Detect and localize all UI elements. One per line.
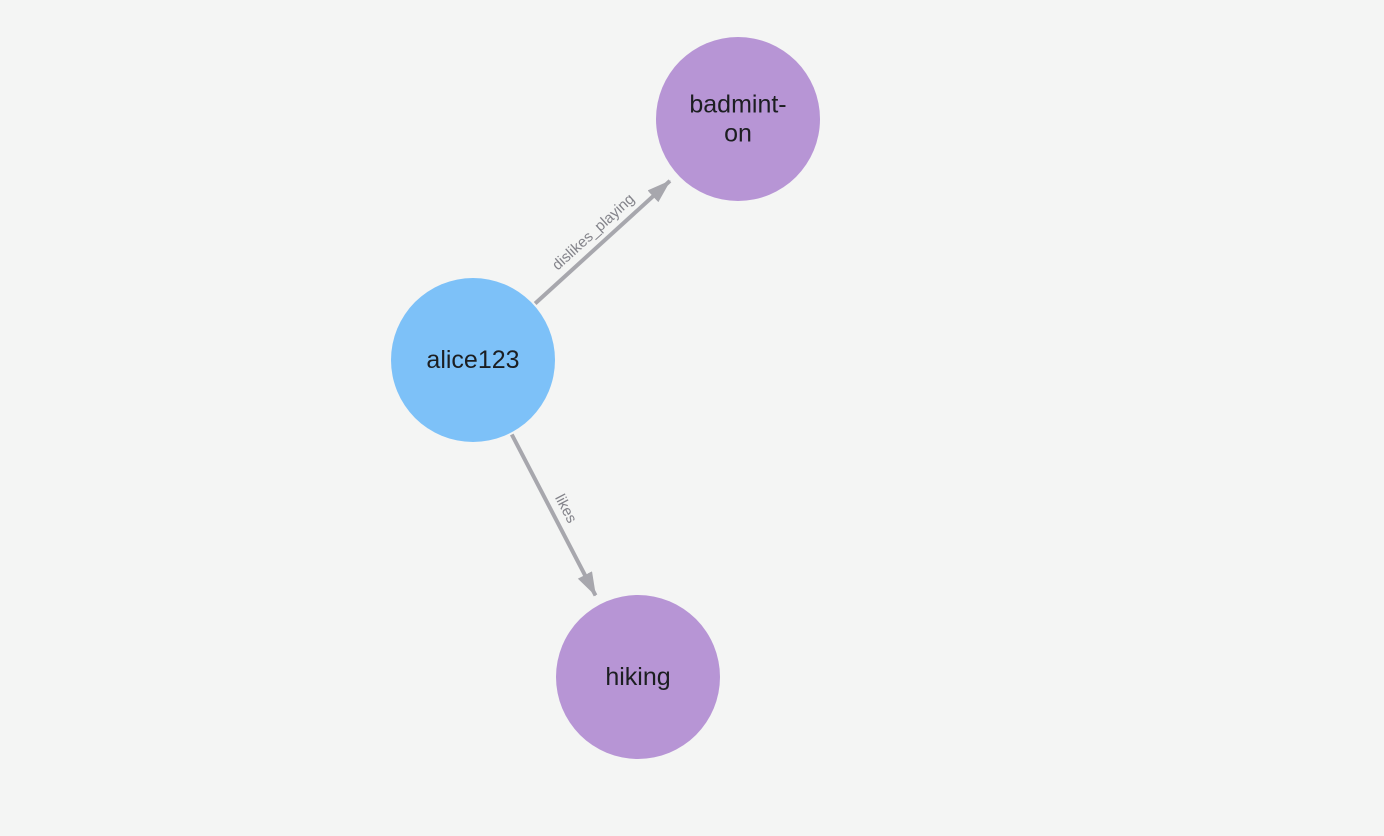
node-circle-hiking[interactable] xyxy=(556,595,720,759)
edge-line-alice123-hiking[interactable] xyxy=(510,433,598,597)
graph-node-alice123[interactable]: alice123 xyxy=(391,278,555,442)
node-circle-badminton[interactable] xyxy=(656,37,820,201)
edge-label: dislikes_playing xyxy=(549,191,638,274)
edge-line-alice123-badminton[interactable] xyxy=(533,179,672,305)
node-circle-alice123[interactable] xyxy=(391,278,555,442)
graph-node-badminton[interactable]: badmint-on xyxy=(656,37,820,201)
graph-node-hiking[interactable]: hiking xyxy=(556,595,720,759)
